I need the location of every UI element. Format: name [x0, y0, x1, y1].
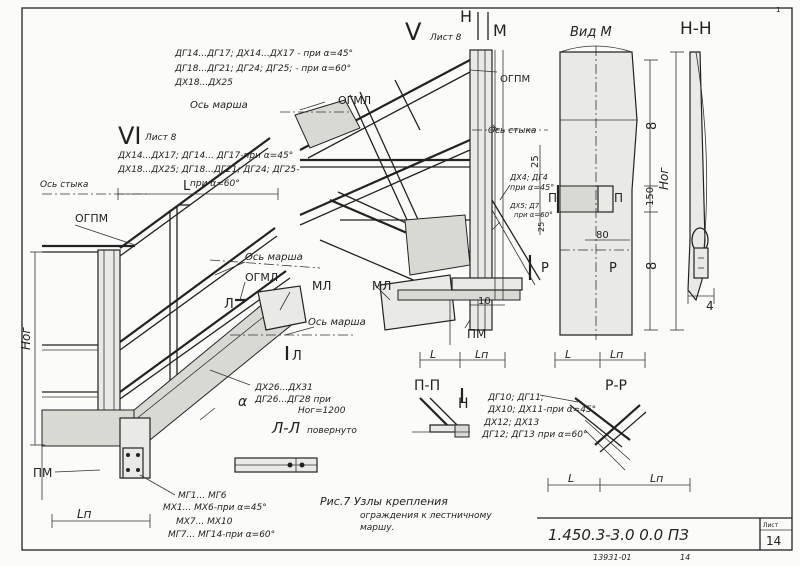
section-l-l-title: Л-Л	[271, 419, 300, 437]
arrow-label-m: М	[493, 21, 507, 40]
section-arrow-p-2: П	[614, 191, 623, 205]
dim-label-150: 150	[645, 187, 656, 206]
dim-label-lp-1: Lп	[77, 507, 92, 521]
dim-label-80: 80	[596, 230, 609, 241]
note-dx26-line2: ДГ26...ДГ28 при	[254, 395, 331, 405]
dim-label-l-3: L	[565, 348, 571, 361]
corner-mark: 1	[776, 6, 780, 14]
note-dx4-line2: при α=45°	[510, 183, 554, 192]
figure-caption-line3: маршу.	[360, 523, 394, 533]
note-v-line2: ДГ18...ДГ21; ДГ24; ДГ25; - при α=60°	[174, 64, 351, 74]
dim-label-8-bottom: 8	[645, 262, 660, 270]
label-ogpm-1: ОГПМ	[500, 74, 530, 85]
note-dx4-line1: ДХ4; ДГ4	[509, 173, 548, 182]
label-ogpm-2: ОГПМ	[75, 212, 108, 225]
figure-caption-line2: ограждения к лестничному	[360, 511, 492, 521]
section-r-r-title: Р-Р	[605, 378, 627, 394]
dim-label-hog-left: Ног	[19, 327, 33, 350]
drawing-labels: V Лист 8 Н М Вид М Н-Н ДГ14...ДГ17; ДХ14…	[19, 6, 781, 562]
view-m-title: Вид М	[570, 25, 612, 40]
dim-label-lp-2: Lп	[475, 348, 488, 361]
dim-label-10: 10	[478, 296, 491, 307]
arrow-label-h: Н	[460, 7, 472, 26]
label-pm-1: ПМ	[33, 466, 52, 480]
dim-label-25-b: 25	[537, 222, 546, 232]
section-h-h	[670, 51, 715, 331]
note-dg10-line3: ДХ12; ДХ13	[483, 418, 539, 428]
dim-label-4: 4	[706, 299, 714, 313]
dim-label-lp-4: Lп	[650, 472, 663, 485]
note-vi-line3: при α=60°	[190, 179, 240, 189]
sheet-frame	[21, 7, 793, 551]
label-ml-2: МЛ	[372, 279, 391, 293]
section-p-p-title: П-П	[414, 378, 440, 394]
sheet-ref-vi: Лист 8	[144, 133, 177, 143]
note-dg10-line2: ДХ10; ДХ11-при α=45°	[487, 405, 596, 415]
title-block-sheet-label: Лист	[763, 522, 779, 529]
view-m	[554, 45, 658, 368]
section-arrow-r-1: Р	[541, 261, 549, 276]
dim-label-8-top: 8	[645, 122, 660, 130]
note-v-line1: ДГ14...ДГ17; ДХ14...ДХ17 - при α=45°	[174, 49, 353, 59]
note-dg10-line1: ДГ10; ДГ11;	[487, 393, 544, 403]
title-block-sheet-number: 14	[766, 534, 781, 548]
section-label-vi: VI	[118, 122, 142, 150]
label-os-marsha-2: Ось марша	[245, 252, 303, 263]
document-code: 1.450.3-3.0 0.0 ПЗ	[548, 526, 689, 544]
label-os-styka-2: Ось стыка	[40, 180, 88, 190]
note-dg10-line4: ДГ12; ДГ13 при α=60°	[481, 430, 587, 440]
section-arrow-l-2: Л	[292, 349, 302, 364]
section-arrow-l-1: Л	[224, 297, 234, 312]
note-vi-line2: ДХ18...ДХ25; ДГ18...ДГ21; ДГ24; ДГ25-	[117, 165, 299, 175]
sheet-ref-v: Лист 8	[429, 33, 462, 43]
label-os-styka-1: Ось стыка	[488, 126, 536, 136]
section-r-r	[539, 394, 691, 492]
angle-label-alpha: α	[238, 394, 248, 410]
dim-label-25-a: 25	[530, 155, 541, 168]
section-arrow-p-1: П	[548, 191, 557, 205]
note-dx5-line2: при α=60°	[514, 211, 553, 219]
section-l-l-note: повернуто	[307, 426, 357, 436]
center-node-view	[280, 12, 606, 368]
section-label-v: V	[405, 18, 422, 46]
label-ogml-1: ОГМЛ	[338, 94, 371, 107]
footer-page-number: 14	[680, 553, 690, 562]
note-dx26-line1: ДХ26...ДХ31	[254, 383, 313, 393]
label-ogml-2: ОГМЛ	[245, 271, 278, 284]
figure-caption-line1: Рис.7 Узлы крепления	[320, 495, 448, 508]
section-p-p	[412, 388, 470, 438]
dim-label-l-top: L	[183, 179, 191, 194]
footer-inventory-number: 13931-01	[593, 553, 632, 562]
arrow-label-h-mid: Н	[458, 396, 469, 412]
label-pm-2: ПМ	[467, 327, 486, 341]
note-v-line3: ДХ18...ДХ25	[174, 78, 233, 88]
section-arrow-r-2: Р	[609, 261, 617, 276]
label-os-marsha-3: Ось марша	[308, 317, 366, 328]
label-ml-1: МЛ	[312, 279, 331, 293]
note-mg7: МГ7... МГ14-при α=60°	[168, 530, 275, 540]
note-vi-line1: ДХ14...ДХ17; ДГ14... ДГ17-при α=45°	[117, 151, 293, 161]
note-mg1: МГ1... МГ6	[178, 491, 227, 501]
left-node-view	[30, 137, 355, 528]
note-dx26-line3: Ног=1200	[298, 406, 346, 416]
label-os-marsha-1: Ось марша	[190, 100, 248, 111]
dim-label-hog-right: Ног	[657, 167, 671, 190]
note-mx1: МХ1... МХ6-при α=45°	[163, 503, 267, 513]
dim-label-lp-3: Lп	[610, 348, 623, 361]
note-mx7: МХ7... МХ10	[176, 517, 233, 527]
section-h-h-title: Н-Н	[680, 19, 712, 39]
note-dx5-line1: ДХ5; Д7	[509, 202, 540, 210]
dim-label-l-4: L	[568, 472, 574, 485]
dim-label-l-2: L	[430, 348, 436, 361]
